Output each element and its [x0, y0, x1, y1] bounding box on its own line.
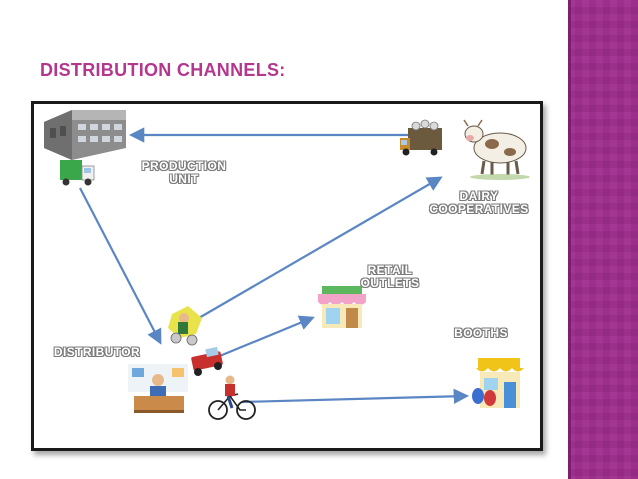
dairy-cooperatives-label-line1: DAIRY — [459, 189, 499, 203]
retail-outlets-label-line1: RETAIL — [367, 263, 413, 277]
distributor-label: DISTRIBUTOR — [53, 345, 141, 359]
office-desk-icon — [128, 364, 188, 413]
dairy-cooperatives-label: DAIRY COOPERATIVES — [422, 190, 536, 216]
retail-outlets-label-line2: OUTLETS — [360, 276, 420, 290]
production-unit-label-line2: UNIT — [169, 172, 199, 186]
side-band — [568, 0, 638, 479]
arrow-distributor-to-booths — [241, 388, 470, 405]
pickup-van-icon — [191, 346, 223, 376]
dairy-cooperatives-label-line2: COOPERATIVES — [429, 202, 529, 216]
factory-icon — [44, 110, 126, 160]
shop-icon — [318, 286, 366, 328]
arrow-distributor-to-retail — [209, 315, 315, 362]
booth-icon — [472, 358, 524, 408]
milk-truck-icon — [400, 119, 442, 156]
retail-outlets-label: RETAIL OUTLETS — [350, 264, 430, 290]
booths-label: BOOTHS — [454, 326, 508, 340]
milk-carrier-man-icon — [168, 306, 202, 346]
production-unit-label: PRODUCTION UNIT — [134, 160, 234, 186]
arrow-production-to-distributor — [79, 187, 162, 345]
arrow-distributor-to-dairy — [191, 176, 443, 323]
slide-title: DISTRIBUTION CHANNELS: — [40, 60, 286, 80]
production-unit-label-line1: PRODUCTION — [141, 159, 227, 173]
cow-icon — [463, 119, 530, 180]
bicycle-icon — [208, 375, 256, 420]
delivery-truck-icon — [60, 160, 95, 186]
